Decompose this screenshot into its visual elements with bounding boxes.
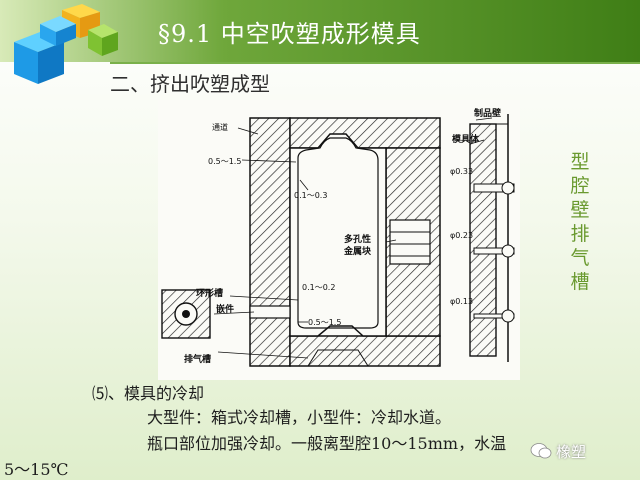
side-label-vertical: 型 腔 壁 排 气 槽 xyxy=(566,150,594,294)
label-gap3: 0.1～0.2 xyxy=(302,283,335,292)
label-gap2: 0.1～0.3 xyxy=(294,191,327,200)
label-mold-body: 模具体 xyxy=(452,133,480,145)
side-label-char: 气 xyxy=(570,247,590,269)
label-d1: φ0.33 xyxy=(450,167,473,176)
chat-bubble-icon xyxy=(530,443,552,459)
body-line-neck-cooling: 瓶口部位加强冷却。一般离型腔10～15mm，水温 xyxy=(147,434,507,453)
label-porous-2: 金属块 xyxy=(343,245,372,257)
side-label-char: 型 xyxy=(570,151,590,173)
label-d3: φ0.13 xyxy=(450,297,473,306)
label-ring-groove: 环形槽 xyxy=(196,287,223,299)
insert-detail xyxy=(161,289,211,339)
watermark-text: 橡塑 xyxy=(556,442,587,461)
side-label-char: 腔 xyxy=(570,175,590,197)
body-line-cooling-types: 大型件：箱式冷却槽，小型件：冷却水道。 xyxy=(147,408,452,427)
mold-diagram: 通道 0.5～1.5 0.1～0.3 多孔性 金属块 0.1～0.2 环形槽 嵌… xyxy=(158,100,520,380)
vent-groove-detail xyxy=(469,114,515,362)
label-d2: φ0.23 xyxy=(450,231,473,240)
watermark: 橡塑 xyxy=(530,438,636,464)
cube-logo-icon xyxy=(14,4,118,84)
header-divider xyxy=(110,62,640,64)
label-vent: 排气槽 xyxy=(184,353,211,365)
label-gap1: 0.5～1.5 xyxy=(208,157,241,166)
side-label-char: 槽 xyxy=(570,271,590,293)
slide-title: §9.1 中空吹塑成形模具 xyxy=(158,20,421,48)
label-product-wall: 制品壁 xyxy=(474,107,501,119)
slide-subtitle: 二、挤出吹塑成型 xyxy=(110,72,270,96)
label-insert: 嵌件 xyxy=(216,303,234,315)
label-gap4: 0.5～1.5 xyxy=(308,318,341,327)
side-label-char: 壁 xyxy=(570,199,590,221)
mold-body-left xyxy=(249,117,441,367)
side-label-char: 排 xyxy=(570,223,590,245)
label-tongdao: 通道 xyxy=(212,122,228,132)
label-porous-1: 多孔性 xyxy=(344,233,371,245)
body-line-temperature: 5～15℃ xyxy=(4,460,69,479)
body-line-heading: ⑸、模具的冷却 xyxy=(92,384,205,403)
